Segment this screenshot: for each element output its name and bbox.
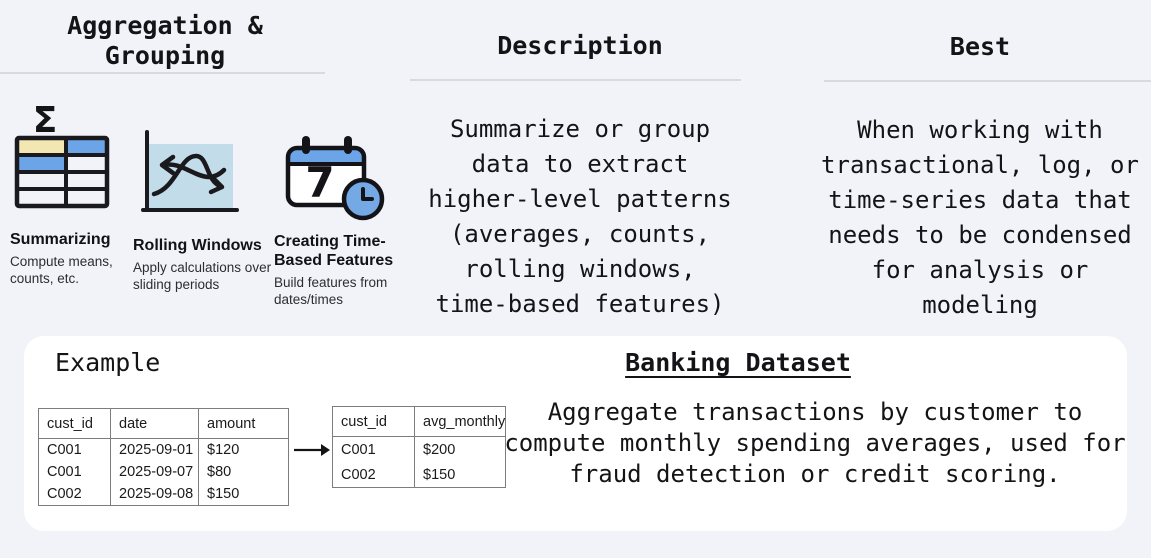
table-cell: $150: [413, 462, 506, 488]
table-row: C002 2025-09-08 $150: [38, 483, 289, 506]
method-title: Creating Time-Based Features: [274, 233, 394, 269]
column-header: date: [110, 408, 199, 439]
best-used-text: When working with transactional, log, or…: [810, 113, 1150, 323]
column-header: cust_id: [38, 408, 111, 439]
description-line: (averages, counts,: [449, 220, 711, 248]
table-row: C001 2025-09-01 $120: [38, 438, 289, 461]
method-title: Summarizing: [10, 231, 111, 248]
method-summarizing: Summarizing Compute means, counts, etc.: [10, 230, 135, 287]
column-header-aggregation-text: Aggregation & Grouping: [67, 11, 263, 70]
table-header-row: cust_id date amount: [38, 408, 289, 439]
method-description: Apply calculations over sliding periods: [133, 260, 272, 292]
table-cell: $80: [198, 461, 289, 483]
method-time-based-features: Creating Time-Based Features Build featu…: [274, 232, 412, 308]
example-description: Aggregate transactions by customer to co…: [485, 397, 1145, 490]
table-cell: C001: [38, 461, 111, 483]
calendar-day-number: 7: [305, 158, 334, 207]
best-line: transactional, log, or: [821, 151, 1139, 179]
example-line: Aggregate transactions by customer to: [547, 398, 1083, 426]
best-line: for analysis or: [871, 256, 1089, 284]
table-cell: C001: [332, 436, 415, 462]
column-header-aggregation: Aggregation & Grouping: [0, 11, 330, 71]
column-divider: [0, 72, 325, 74]
method-title: Rolling Windows: [133, 237, 262, 254]
method-description: Build features from dates/times: [274, 275, 388, 307]
table-cell: $120: [198, 438, 289, 461]
table-cell: 2025-09-08: [110, 483, 199, 506]
best-line: time-series data that: [828, 186, 1132, 214]
calendar-clock-icon: 7: [285, 136, 385, 221]
column-divider: [410, 79, 741, 81]
table-cell: C001: [38, 438, 111, 461]
sigma-glyph: Σ: [33, 100, 58, 141]
description-line: rolling windows,: [464, 255, 696, 283]
example-label: Example: [55, 348, 161, 377]
description-line: Summarize or group: [449, 115, 711, 143]
table-cell: 2025-09-07: [110, 461, 199, 483]
rolling-windows-chart-icon: [141, 130, 239, 212]
column-header: amount: [198, 408, 289, 439]
table-cell: $200: [413, 436, 506, 462]
table-cell: C002: [38, 483, 111, 506]
transform-arrow-icon: [294, 444, 330, 456]
table-header-row: cust_id avg_monthly: [332, 406, 506, 437]
column-header-best: Best: [949, 32, 1011, 61]
table-row: C001 $200: [332, 436, 506, 462]
sigma-table-icon: Σ: [14, 100, 110, 209]
column-header: avg_monthly: [413, 406, 506, 437]
table-row: C002 $150: [332, 462, 506, 488]
column-header-description: Description: [497, 31, 663, 60]
input-table: cust_id date amount C001 2025-09-01 $120…: [38, 408, 289, 506]
description-line: time-based features): [435, 290, 725, 318]
column-header: cust_id: [332, 406, 415, 437]
description-line: higher-level patterns: [428, 185, 732, 213]
column-divider: [824, 80, 1151, 82]
table-cell: 2025-09-01: [110, 438, 199, 461]
method-description: Compute means, counts, etc.: [10, 254, 113, 286]
table-cell: C002: [332, 462, 415, 488]
output-table: cust_id avg_monthly C001 $200 C002 $150: [332, 406, 507, 488]
best-line: modeling: [922, 291, 1038, 319]
description-line: data to extract: [471, 150, 689, 178]
best-line: When working with: [857, 116, 1103, 144]
table-cell: $150: [198, 483, 289, 506]
method-rolling-windows: Rolling Windows Apply calculations over …: [133, 236, 285, 293]
best-line: needs to be condensed: [828, 221, 1132, 249]
dataset-title: Banking Dataset: [625, 348, 851, 377]
example-line: fraud detection or credit scoring.: [569, 460, 1061, 488]
table-row: C001 2025-09-07 $80: [38, 461, 289, 483]
description-text: Summarize or group data to extract highe…: [405, 112, 755, 322]
example-card: Example Banking Dataset cust_id date amo…: [24, 336, 1127, 531]
example-line: compute monthly spending averages, used …: [504, 429, 1126, 457]
